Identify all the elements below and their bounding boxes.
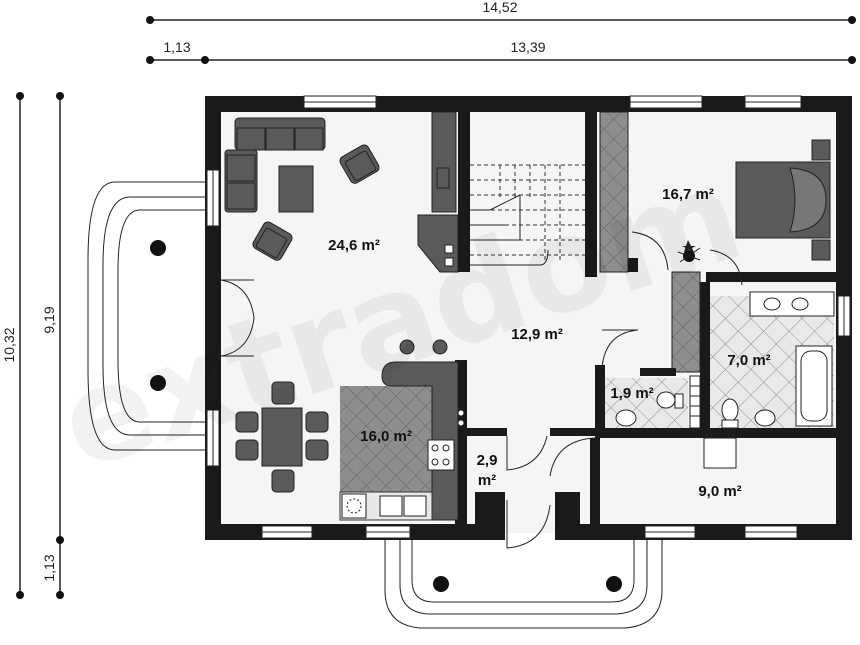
wc-fixtures — [615, 391, 684, 427]
room-label-living: 24,6 m² — [328, 237, 380, 254]
doors — [220, 231, 743, 549]
dim-main-height: 9,19 — [41, 306, 57, 333]
kitchen-furniture — [339, 339, 465, 521]
room-label-bedroom: 16,7 m² — [662, 186, 714, 203]
dining-furniture — [235, 381, 329, 493]
entrance-porch — [384, 540, 663, 629]
office-table — [703, 437, 737, 469]
room-label-kitchen: 16,0 m² — [360, 428, 412, 445]
dim-offset-height: 1,13 — [41, 554, 57, 581]
dim-main-width: 13,39 — [510, 39, 545, 55]
room-label-wc: 1,9 m² — [610, 385, 653, 402]
left-bay-terrace — [87, 181, 205, 451]
dim-total-width: 14,52 — [482, 0, 517, 15]
dim-total-height: 10,32 — [1, 327, 17, 362]
bedroom-furniture — [677, 139, 831, 263]
bathroom-fixtures — [689, 291, 835, 429]
dim-offset-width: 1,13 — [163, 39, 190, 55]
living-furniture — [224, 111, 459, 273]
room-label-vestibule-area: 2,9 — [477, 452, 498, 469]
room-label-hall: 12,9 m² — [511, 326, 563, 343]
windows — [206, 95, 851, 539]
kitchen-floor — [340, 386, 432, 492]
room-label-vestibule-unit: m² — [478, 472, 496, 489]
room-labels: 24,6 m² 12,9 m² 16,7 m² 16,0 m² 1,9 m² 7… — [328, 186, 771, 500]
room-label-bathroom: 7,0 m² — [727, 352, 770, 369]
room-label-office: 9,0 m² — [698, 483, 741, 500]
dimension-lines — [16, 16, 856, 599]
staircase — [470, 164, 585, 266]
